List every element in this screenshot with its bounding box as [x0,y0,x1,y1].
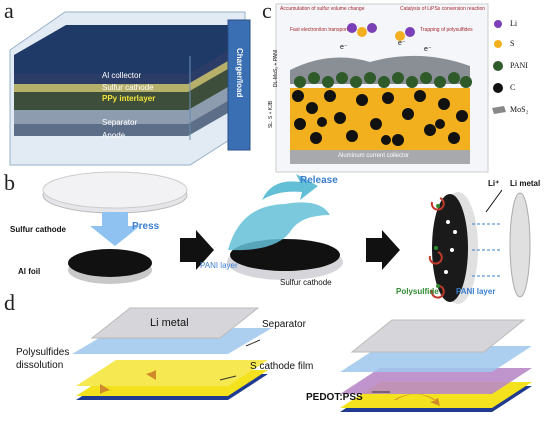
sulfur-cathode-label-2: Sulfur cathode [280,278,332,287]
release-label: Release [300,175,338,186]
pani-layer-label-2: PANI layer [456,287,496,296]
press-label: Press [132,221,160,232]
legend-c: C [510,83,516,92]
li-metal-label-b: Li metal [510,179,541,188]
panel-c-electron-label-1: e⁻ [340,44,348,51]
layer-label-sulfur-cathode: Sulfur cathode [102,83,154,92]
sulfur-cathode-label-1: Sulfur cathode [10,225,67,234]
panel-c-electron-label-3: e⁻ [424,46,432,53]
layer-label-al-collector: Al collector [102,71,142,80]
panel-c-collector-label: Aluminum current collector [338,153,410,159]
legend-li: Li [510,19,518,28]
separator-label: Separator [262,319,306,330]
pani-layer-label-1: PANI layer [200,261,238,270]
panel-b-letter: b [4,170,15,195]
panel-c-transport-text: Fast electron/ion transport [290,27,349,33]
dissolution-label: dissolution [16,360,64,371]
layer-label-ppy-interlayer: PPy interlayer [102,94,156,103]
legend-pani: PANI [510,61,528,70]
li-metal-label-d: Li metal [150,317,189,329]
pedot-pss-label: PEDOT:PSS [306,392,363,403]
layer-label-anode: Anode [102,131,126,140]
polysulfide-label: Polysulfide [396,287,439,296]
legend-s: S [510,39,515,48]
panel-c-catalysis-text: Catalysis of LiPSs conversion reaction [400,6,486,12]
layer-label-separator: Separator [102,118,138,127]
li-plus-label: Li⁺ [488,179,500,188]
panel-c-electron-label-2: e⁻ [398,40,406,47]
legend-mos2: MoS₂ [510,105,529,114]
panel-d-letter: d [4,290,15,315]
s-cathode-film-label: S cathode film [250,361,314,372]
al-foil-label: Al foil [18,267,41,276]
panel-c-trapping-text: Trapping of polysulfides [420,27,473,33]
panel-a-letter: a [4,0,14,23]
panel-c-letter: c [262,0,272,23]
panel-c-accumulation-text: Accumulation of sulfur volume change [280,6,365,12]
polysulfides-label: Polysulfides [16,347,70,358]
